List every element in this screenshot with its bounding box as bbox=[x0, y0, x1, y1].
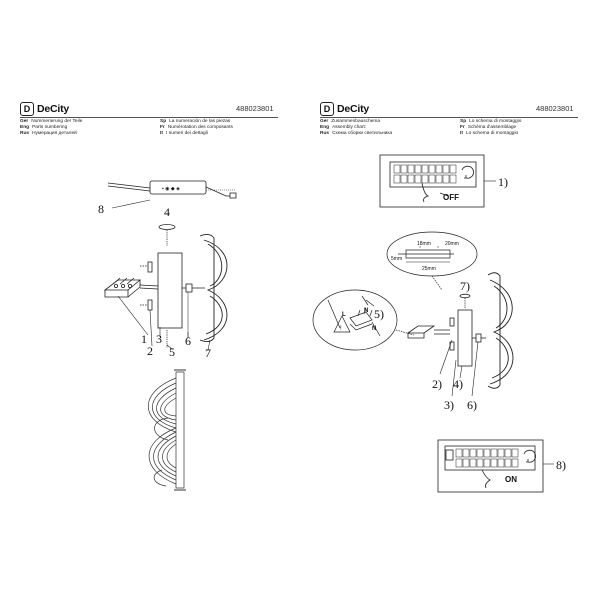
lang-text: Lo schema di montaggio bbox=[469, 119, 522, 124]
lang-code: Eng bbox=[320, 125, 330, 130]
breaker-panel-off bbox=[379, 154, 496, 208]
led-driver-part: ▪ ◉ ◆ ◈ bbox=[107, 180, 237, 209]
lang-text: Zusammenbauschema bbox=[331, 119, 381, 124]
callout-1: 1 bbox=[141, 332, 147, 346]
wire-label-l: L bbox=[342, 312, 346, 318]
callout-2: 2 bbox=[147, 344, 153, 358]
terminal-block-part bbox=[103, 277, 159, 298]
lang-code: Fr bbox=[160, 125, 165, 130]
callout-4: 4 bbox=[164, 205, 170, 219]
step-7-callout: 7) bbox=[460, 279, 470, 293]
svg-text:!: ! bbox=[340, 326, 342, 332]
lang-text: Numérotation des composants bbox=[167, 125, 233, 130]
callout-5: 5 bbox=[169, 345, 175, 359]
lang-text: La numeración de las piezas bbox=[169, 119, 231, 124]
breaker-panel-on bbox=[437, 439, 554, 493]
dimension-25mm: 25mm bbox=[422, 266, 436, 272]
lang-text: Схема сборки светильника bbox=[332, 131, 393, 136]
lang-text: Нумерация деталей bbox=[32, 131, 77, 136]
spiral-shade bbox=[487, 272, 514, 389]
brand-name: DeCity bbox=[37, 103, 70, 115]
step-5-callout: 5) bbox=[374, 307, 384, 321]
header-divider bbox=[20, 117, 278, 118]
step-8-callout: 8) bbox=[556, 458, 566, 472]
product-code: 488023801 bbox=[236, 104, 274, 113]
screw-part bbox=[158, 224, 176, 246]
lang-code: Rus bbox=[320, 131, 330, 136]
step-2-callout: 2) bbox=[432, 377, 442, 391]
screw-dimension-detail bbox=[386, 231, 478, 291]
spiral-shade-part bbox=[199, 233, 228, 343]
lang-code: Rus bbox=[20, 131, 30, 136]
lang-text: Lo schema di montaggio bbox=[465, 131, 519, 136]
lang-code: Fr bbox=[460, 125, 465, 130]
brand-logo-mark: D bbox=[320, 102, 334, 116]
mounting-plate-part bbox=[140, 252, 183, 348]
lang-code: Sp bbox=[460, 119, 467, 124]
brand-logo: D DeCity bbox=[20, 102, 69, 116]
lang-text: Assembly chart: bbox=[332, 125, 367, 130]
product-code: 488023801 bbox=[536, 104, 574, 113]
wire-holder-part bbox=[182, 283, 205, 338]
callout-7: 7 bbox=[205, 346, 211, 360]
lang-code: It bbox=[460, 131, 463, 136]
step-6-callout: 6) bbox=[467, 398, 477, 412]
step-1-callout: 1) bbox=[498, 175, 508, 189]
switch-off-label: OFF bbox=[443, 193, 459, 202]
dimension-18mm: 18mm bbox=[417, 241, 431, 247]
callout-8: 8 bbox=[98, 202, 104, 216]
brand-logo: D DeCity bbox=[320, 102, 369, 116]
lang-code: Eng bbox=[20, 125, 30, 130]
lang-text: I numeri dei dettagli bbox=[165, 131, 208, 136]
header-divider bbox=[320, 117, 578, 118]
lang-code: It bbox=[160, 131, 163, 136]
svg-text:▪ ◉ ◆ ◈: ▪ ◉ ◆ ◈ bbox=[162, 186, 180, 192]
brand-name: DeCity bbox=[337, 103, 370, 115]
step-leader-lines bbox=[439, 339, 479, 397]
lang-text: Parts numbering bbox=[32, 125, 68, 130]
wire-label-n-top: N bbox=[364, 308, 368, 314]
lang-text: Nummerierung der Teile bbox=[31, 119, 83, 124]
lang-text: Schéma d'assemblage bbox=[467, 125, 517, 130]
leader-lines bbox=[117, 295, 211, 351]
wiring-detail: ! bbox=[312, 289, 415, 351]
assembly-diagram: OFF 1) 18mm 20mm 5mm 25mm ! N L bbox=[312, 154, 566, 493]
dimension-20mm: 20mm bbox=[445, 241, 459, 247]
parts-diagram: ▪ ◉ ◆ ◈ 8 4 bbox=[98, 180, 237, 491]
lang-code: Sp bbox=[160, 119, 167, 124]
switch-on-label: ON bbox=[505, 475, 517, 484]
lang-code: Ger bbox=[320, 119, 329, 124]
step-3-callout: 3) bbox=[444, 398, 454, 412]
dimension-5mm: 5mm bbox=[391, 256, 402, 262]
mounting-assembly bbox=[406, 293, 486, 367]
callout-3: 3 bbox=[156, 332, 162, 346]
callout-6: 6 bbox=[185, 334, 191, 348]
assembled-fixture-illustration bbox=[148, 369, 186, 491]
wire-label-n-bottom: N bbox=[372, 326, 376, 332]
brand-logo-mark: D bbox=[20, 102, 34, 116]
lang-code: Ger bbox=[20, 119, 29, 124]
step-4-callout: 4) bbox=[453, 377, 463, 391]
